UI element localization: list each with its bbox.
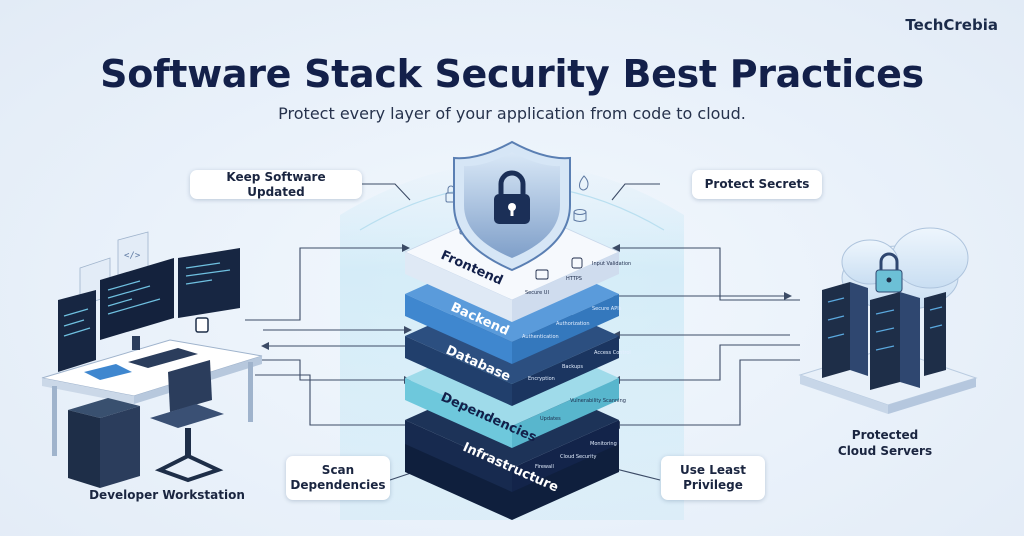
caption-protected-cloud-servers: Protected Cloud Servers bbox=[810, 427, 960, 459]
item-vulnerability-scanning: Vulnerability Scanning bbox=[570, 398, 626, 404]
item-access-control: Access Control bbox=[594, 350, 631, 356]
callout-label-line1: Use Least bbox=[680, 463, 746, 477]
item-authorization: Authorization bbox=[556, 321, 590, 327]
cloud-servers bbox=[798, 227, 978, 414]
left-connectors bbox=[240, 183, 421, 481]
developer-workstation: </> bbox=[41, 231, 263, 488]
caption-line2: Cloud Servers bbox=[837, 444, 933, 458]
callout-label: Keep Software Updated bbox=[226, 169, 326, 199]
callout-use-least-privilege: Use Least Privilege bbox=[661, 456, 765, 500]
item-secure-ui: Secure UI bbox=[525, 290, 549, 296]
callout-scan-dependencies: Scan Dependencies bbox=[286, 456, 390, 500]
padlock-icon bbox=[875, 252, 903, 293]
caption-developer-workstation: Developer Workstation bbox=[89, 488, 245, 502]
callout-protect-secrets: Protect Secrets bbox=[692, 170, 822, 199]
item-https: HTTPS bbox=[566, 276, 582, 282]
callout-keep-software-updated: Keep Software Updated bbox=[190, 170, 362, 199]
monitor-icon bbox=[535, 269, 549, 280]
brand-logo: TechCrebia bbox=[905, 16, 998, 34]
item-backups: Backups bbox=[562, 364, 583, 370]
fire-icon bbox=[579, 175, 589, 191]
right-connectors bbox=[611, 183, 800, 481]
svg-text:</>: </> bbox=[124, 251, 141, 261]
callout-label-line2: Privilege bbox=[683, 478, 743, 492]
lock-icon bbox=[571, 257, 583, 269]
shield-lock-icon bbox=[453, 140, 571, 272]
callout-label-line1: Scan bbox=[321, 463, 355, 477]
monitor-icon bbox=[100, 258, 174, 340]
item-firewall: Firewall bbox=[535, 464, 554, 470]
page-title: Software Stack Security Best Practices bbox=[100, 52, 924, 96]
item-cloud-security: Cloud Security bbox=[560, 454, 596, 460]
server-icon bbox=[822, 282, 946, 390]
item-encryption: Encryption bbox=[528, 376, 555, 382]
caption-line1: Protected bbox=[851, 428, 919, 442]
item-updates: Updates bbox=[540, 416, 561, 422]
item-input-validation: Input Validation bbox=[592, 261, 631, 267]
item-monitoring: Monitoring bbox=[590, 441, 617, 447]
monitor-icon bbox=[58, 290, 96, 372]
page-subtitle: Protect every layer of your application … bbox=[278, 104, 746, 123]
callout-label: Protect Secrets bbox=[704, 177, 810, 191]
item-secure-apis: Secure APIs bbox=[592, 306, 622, 312]
monitor-icon bbox=[178, 248, 240, 318]
item-authentication: Authentication bbox=[522, 334, 559, 340]
callout-label-line2: Dependencies bbox=[290, 478, 386, 492]
